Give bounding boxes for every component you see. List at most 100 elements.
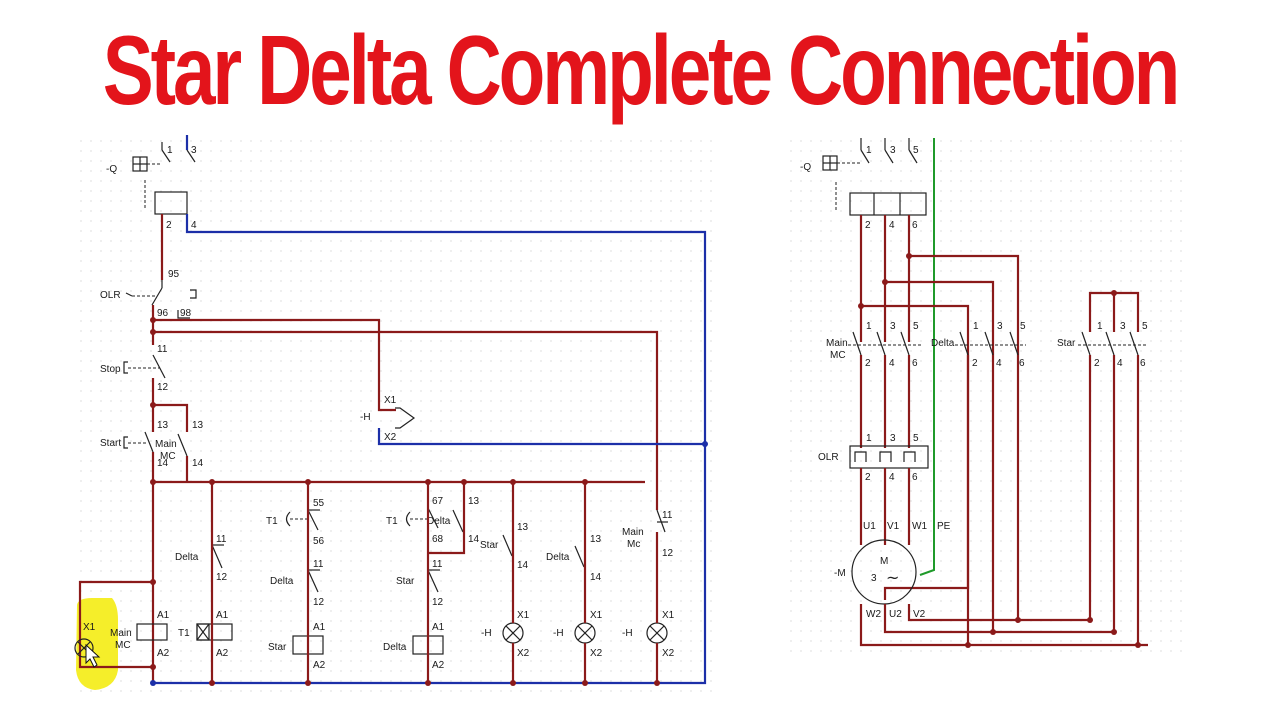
- svg-text:3: 3: [871, 573, 877, 584]
- main-mc-coil[interactable]: Main MC A1 A2: [110, 610, 170, 659]
- mcb-tag: -Q: [106, 164, 117, 175]
- branch-star-coil[interactable]: T1 55 56 Delta 11 12 Star A1 A2: [266, 498, 326, 671]
- svg-text:13: 13: [192, 420, 204, 431]
- svg-text:Main: Main: [155, 439, 177, 450]
- svg-text:-Q: -Q: [800, 162, 811, 173]
- delta-indicator: Delta 13 14 -H X1 X2: [546, 534, 603, 659]
- svg-text:14: 14: [590, 572, 602, 583]
- svg-text:Mc: Mc: [627, 539, 640, 550]
- branch-delta-coil[interactable]: T1 Delta 67 68 13 14 Star 11 12 Delta A1…: [383, 496, 480, 671]
- svg-text:2: 2: [865, 358, 871, 369]
- power-circuit: -Q 1 3 5 2 4 6 Main MC 1 3 5: [800, 138, 1148, 648]
- svg-text:X2: X2: [662, 648, 675, 659]
- svg-text:14: 14: [517, 560, 529, 571]
- svg-text:1: 1: [866, 321, 872, 332]
- svg-text:X2: X2: [517, 648, 530, 659]
- svg-text:14: 14: [468, 534, 480, 545]
- svg-text:1: 1: [973, 321, 979, 332]
- svg-text:14: 14: [157, 458, 169, 469]
- svg-text:12: 12: [216, 572, 228, 583]
- svg-text:13: 13: [517, 522, 529, 533]
- svg-text:2: 2: [865, 220, 871, 231]
- svg-text:4: 4: [889, 472, 895, 483]
- svg-text:11: 11: [157, 344, 168, 355]
- svg-text:5: 5: [913, 321, 919, 332]
- control-circuit: -Q 1 3 2 4 OLR 95 96 98: [74, 135, 708, 686]
- svg-text:14: 14: [192, 458, 204, 469]
- svg-text:Star: Star: [396, 576, 415, 587]
- main-mc-contactor[interactable]: Main MC 1 3 5 2 4 6: [826, 321, 922, 369]
- svg-text:1: 1: [1097, 321, 1103, 332]
- stop-button[interactable]: Stop 11 12: [100, 344, 169, 393]
- svg-text:12: 12: [662, 548, 674, 559]
- svg-text:Star: Star: [268, 642, 287, 653]
- svg-text:PE: PE: [937, 521, 951, 532]
- svg-text:3: 3: [890, 145, 896, 156]
- svg-text:Delta: Delta: [270, 576, 294, 587]
- star-contactor[interactable]: Star 1 3 5 2 4 6: [1057, 321, 1148, 369]
- svg-text:4: 4: [889, 358, 895, 369]
- svg-text:Star: Star: [480, 540, 499, 551]
- control-olr-contact[interactable]: OLR 95 96 98: [100, 269, 197, 319]
- svg-text:5: 5: [1020, 321, 1026, 332]
- svg-text:X1: X1: [517, 610, 530, 621]
- svg-text:4: 4: [1117, 358, 1123, 369]
- svg-text:95: 95: [168, 269, 180, 280]
- svg-text:V2: V2: [913, 609, 926, 620]
- svg-text:2: 2: [1094, 358, 1100, 369]
- svg-text:2: 2: [166, 220, 172, 231]
- svg-text:U1: U1: [863, 521, 876, 532]
- svg-text:4: 4: [996, 358, 1002, 369]
- svg-text:6: 6: [1019, 358, 1025, 369]
- svg-text:3: 3: [997, 321, 1003, 332]
- svg-text:~: ~: [886, 568, 899, 587]
- svg-text:12: 12: [313, 597, 325, 608]
- svg-text:M: M: [880, 556, 888, 567]
- svg-text:X2: X2: [384, 432, 397, 443]
- svg-text:Main: Main: [826, 338, 848, 349]
- svg-text:T1: T1: [386, 516, 398, 527]
- svg-text:56: 56: [313, 536, 325, 547]
- svg-text:5: 5: [1142, 321, 1148, 332]
- start-button[interactable]: Start 13 14: [100, 420, 169, 469]
- svg-text:X1: X1: [384, 395, 397, 406]
- svg-text:5: 5: [913, 433, 919, 444]
- svg-text:A1: A1: [216, 610, 229, 621]
- svg-text:12: 12: [432, 597, 444, 608]
- svg-text:1: 1: [866, 433, 872, 444]
- svg-text:A2: A2: [216, 648, 229, 659]
- svg-text:OLR: OLR: [818, 452, 839, 463]
- svg-text:X2: X2: [590, 648, 603, 659]
- cursor-highlight: [76, 598, 118, 690]
- svg-text:5: 5: [913, 145, 919, 156]
- svg-text:-H: -H: [481, 628, 492, 639]
- svg-text:2: 2: [972, 358, 978, 369]
- svg-text:X1: X1: [590, 610, 603, 621]
- page-title: Star Delta Complete Connection: [102, 15, 1181, 125]
- svg-text:Delta: Delta: [427, 516, 451, 527]
- svg-text:13: 13: [590, 534, 602, 545]
- power-mcb[interactable]: -Q 1 3 5 2 4 6: [800, 145, 927, 231]
- svg-text:68: 68: [432, 534, 444, 545]
- svg-text:MC: MC: [115, 640, 131, 651]
- svg-text:13: 13: [468, 496, 480, 507]
- svg-text:Delta: Delta: [546, 552, 570, 563]
- svg-text:W1: W1: [912, 521, 927, 532]
- svg-text:Main: Main: [622, 527, 644, 538]
- svg-text:Star: Star: [1057, 338, 1076, 349]
- svg-text:T1: T1: [178, 628, 190, 639]
- svg-text:13: 13: [157, 420, 169, 431]
- main-mc-aux-contact[interactable]: Main MC 13 14: [155, 420, 204, 469]
- branch-t1-timer[interactable]: Delta 11 12 T1 A1 A2: [175, 534, 233, 659]
- svg-text:2: 2: [865, 472, 871, 483]
- delta-contactor[interactable]: Delta 1 3 5 2 4 6: [931, 321, 1026, 369]
- svg-text:6: 6: [912, 472, 918, 483]
- svg-text:3: 3: [890, 433, 896, 444]
- svg-text:6: 6: [912, 220, 918, 231]
- svg-text:6: 6: [912, 358, 918, 369]
- svg-text:11: 11: [216, 534, 227, 545]
- power-olr[interactable]: OLR 1 3 5 2 4 6: [818, 433, 929, 483]
- svg-text:98: 98: [180, 308, 192, 319]
- svg-text:-H: -H: [360, 412, 371, 423]
- svg-text:11: 11: [662, 510, 673, 521]
